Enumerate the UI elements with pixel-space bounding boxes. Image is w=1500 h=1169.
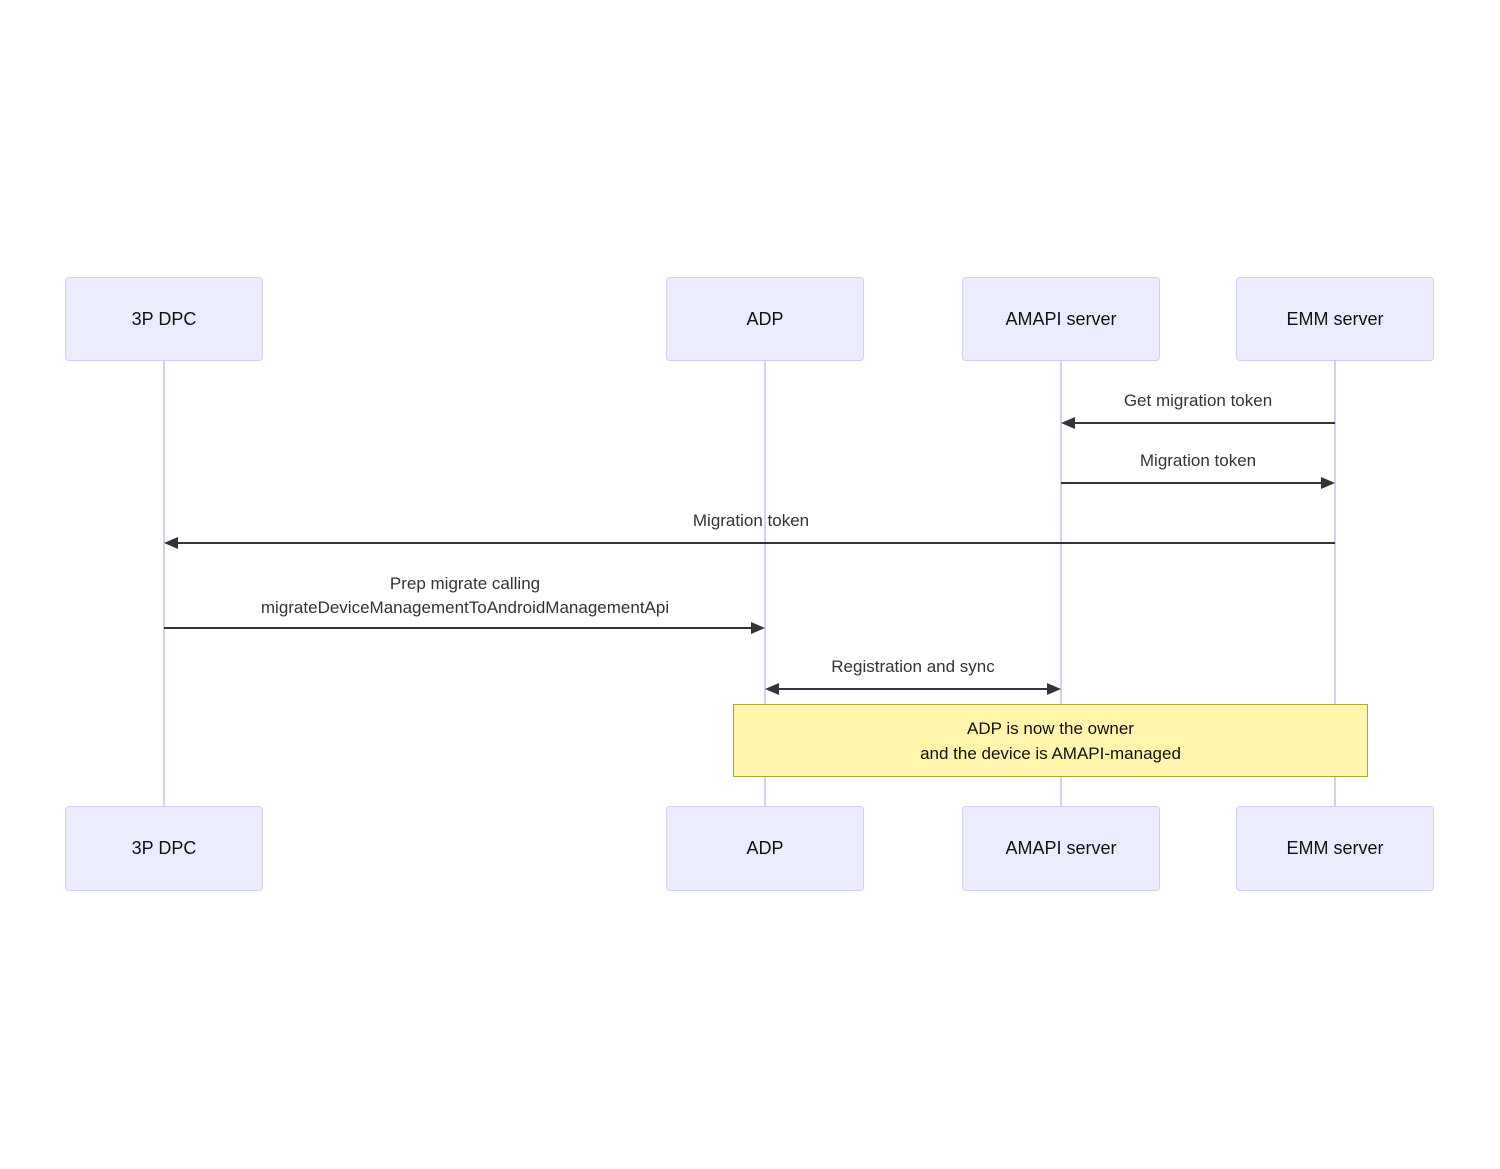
arrowhead-left-icon [1061, 417, 1075, 429]
message-label: Prep migrate calling migrateDeviceManage… [260, 574, 670, 617]
message-line [176, 542, 1335, 544]
actor-label: EMM server [1286, 838, 1384, 858]
arrowhead-left-icon [765, 683, 779, 695]
message-line [1073, 422, 1335, 424]
message-label: Migration token [1139, 451, 1257, 470]
actor-label: EMM server [1286, 308, 1384, 329]
message-line [777, 688, 1049, 690]
note-line: ADP is now the owner [967, 718, 1134, 738]
lifeline-adp [764, 361, 766, 806]
message-line [164, 627, 753, 629]
actor-top-adp: ADP [666, 277, 864, 361]
actor-top-emm-server: EMM server [1236, 277, 1434, 361]
actor-label: AMAPI server [1005, 308, 1117, 329]
actor-bottom-emm-server: EMM server [1236, 806, 1434, 891]
arrowhead-right-icon [1321, 477, 1335, 489]
actor-label: ADP [746, 838, 784, 858]
actor-label: AMAPI server [1005, 838, 1117, 858]
note-line: and the device is AMAPI-managed [920, 743, 1181, 763]
lifeline-amapi-server [1060, 361, 1062, 806]
actor-label: 3P DPC [131, 838, 197, 858]
actor-top-3p-dpc: 3P DPC [65, 277, 263, 361]
lifeline-emm-server [1334, 361, 1336, 806]
arrowhead-left-icon [164, 537, 178, 549]
actor-bottom-amapi-server: AMAPI server [962, 806, 1160, 891]
message-label: Get migration token [1123, 391, 1273, 410]
message-line [1061, 482, 1323, 484]
arrowhead-right-icon [751, 622, 765, 634]
actor-top-amapi-server: AMAPI server [962, 277, 1160, 361]
actor-label: ADP [746, 308, 784, 329]
actor-bottom-adp: ADP [666, 806, 864, 891]
actor-bottom-3p-dpc: 3P DPC [65, 806, 263, 891]
lifeline-3p-dpc [163, 361, 165, 806]
actor-label: 3P DPC [131, 308, 197, 329]
arrowhead-right-icon [1047, 683, 1061, 695]
note-adp-owner: ADP is now the owner and the device is A… [733, 704, 1368, 777]
message-label: Registration and sync [831, 657, 995, 676]
message-label: Migration token [692, 511, 810, 530]
